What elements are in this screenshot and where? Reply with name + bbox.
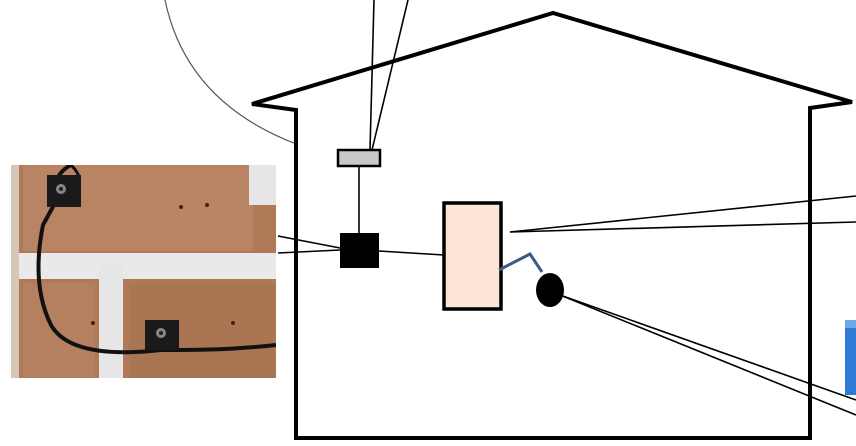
mortar-line	[11, 253, 276, 279]
outdoor-unit	[336, 148, 382, 168]
connection-line	[378, 250, 445, 256]
sensor-box	[145, 320, 179, 350]
connection-line	[509, 221, 856, 233]
sensor-box	[47, 175, 81, 207]
photo-inset	[11, 165, 276, 378]
connection-line	[277, 235, 341, 249]
connection-line	[277, 249, 341, 254]
connection-line	[509, 195, 856, 233]
sensor-node	[536, 273, 564, 307]
connection-line	[559, 294, 856, 416]
connection-line	[369, 0, 375, 151]
connection-line	[559, 294, 856, 401]
short-cable	[498, 252, 544, 273]
edge-panel	[845, 320, 856, 395]
connection-line	[371, 0, 409, 151]
indoor-unit	[442, 201, 503, 311]
junction-block	[340, 233, 379, 268]
mortar-line	[99, 265, 123, 378]
mortar-line	[11, 165, 19, 378]
